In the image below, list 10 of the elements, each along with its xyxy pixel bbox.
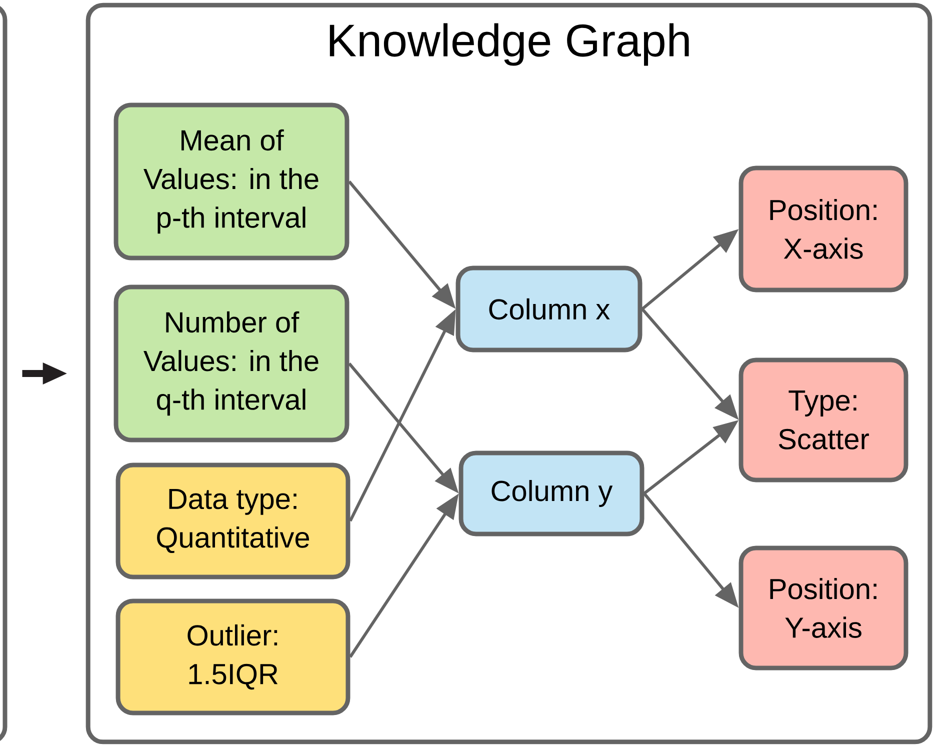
encoding-box: Position: Y-axis	[738, 546, 908, 670]
feature-box: Data type: Quantitative	[116, 462, 350, 580]
feature-box: Outlier: 1.5IQR	[116, 598, 350, 716]
column-box: Column y	[458, 450, 644, 536]
encoding-box: Type: Scatter	[738, 358, 908, 482]
encoding-box: Position: X-axis	[738, 166, 908, 292]
feature-box: Mean of Values: in the p-th interval	[114, 102, 350, 260]
feature-box: Number of Values: in the q-th interval	[114, 284, 350, 442]
panel-title: Knowledge Graph	[330, 23, 689, 66]
column-box: Column x	[456, 266, 642, 352]
